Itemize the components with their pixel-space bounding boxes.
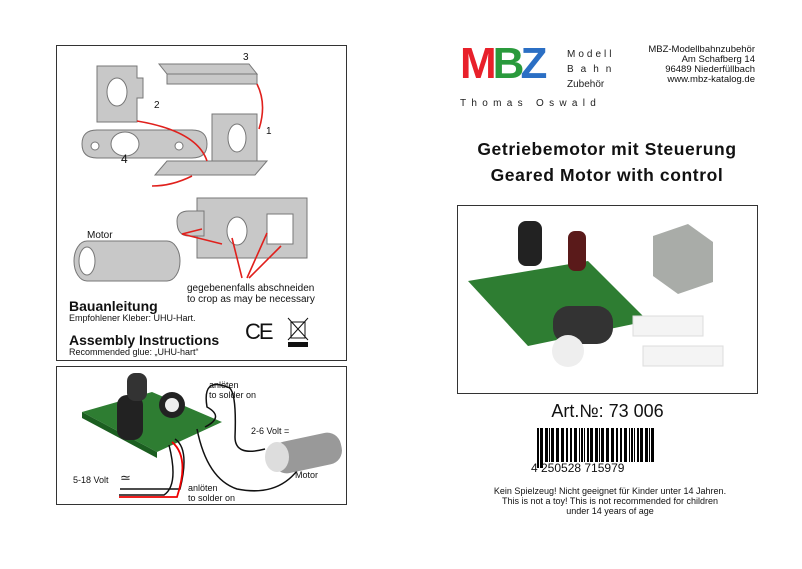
title-de: Getriebemotor mit Steuerung <box>477 139 737 159</box>
barcode-bar <box>640 428 643 462</box>
step-label-4: 4 <box>121 152 128 166</box>
address-website[interactable]: www.mbz-katalog.de <box>667 74 755 85</box>
barcode-bar <box>649 428 650 462</box>
ce-mark: CE <box>245 319 274 344</box>
assembly-panel: 3 2 1 4 Motor gegebenenfalls abschneiden… <box>56 45 347 361</box>
barcode-bar <box>631 428 633 462</box>
barcode-number: 4 250528 715979 <box>531 461 625 475</box>
barcode-bar <box>584 428 585 462</box>
barcode-bar <box>556 428 559 462</box>
barcode-bar <box>616 428 618 462</box>
warning-en-1: This is not a toy! This is not recommend… <box>502 496 718 506</box>
barcode-bar <box>537 428 539 468</box>
product-photo <box>457 205 758 394</box>
barcode-bar <box>579 428 580 462</box>
warning-en-2: under 14 years of age <box>566 506 654 516</box>
barcode-bar <box>574 428 577 462</box>
heading-de: Bauanleitung <box>69 298 158 314</box>
barcode-bar <box>590 428 593 462</box>
logo-letter: B <box>492 39 525 88</box>
barcode-bar <box>620 428 622 462</box>
barcode-bar <box>645 428 648 462</box>
barcode-bar <box>551 428 554 462</box>
barcode <box>537 428 654 468</box>
address: MBZ-Modellbahnzubehör Am Schafberg 14 96… <box>648 45 755 85</box>
motor-voltage: 2-6 Volt = <box>251 426 290 436</box>
barcode-bar <box>587 428 589 462</box>
barcode-bar <box>561 428 564 462</box>
address-company: MBZ-Modellbahnzubehör <box>648 44 755 55</box>
safety-warning: Kein Spielzeug! Nicht geeignet für Kinde… <box>460 486 760 516</box>
crop-note-en: to crop as may be necessary <box>187 294 315 305</box>
product-photo-image <box>468 221 724 367</box>
motor-label: Motor <box>87 230 113 241</box>
wiring-panel: anlöten to solder on 2-6 Volt = Motor 5-… <box>56 366 347 505</box>
barcode-bar <box>601 428 604 462</box>
glue-en: Recommended glue: „UHU-hart“ <box>69 347 199 357</box>
glue-de: Empfohlener Kleber: UHU-Hart. <box>69 313 196 323</box>
barcode-bar <box>540 428 543 468</box>
barcode-bar <box>634 428 635 462</box>
motor-label: Motor <box>295 470 319 480</box>
barcode-bar <box>611 428 614 462</box>
barcode-bar <box>651 428 654 462</box>
barcode-bar <box>629 428 630 462</box>
barcode-bar <box>566 428 568 462</box>
barcode-bar <box>599 428 600 462</box>
warning-de: Kein Spielzeug! Nicht geeignet für Kinde… <box>493 486 727 496</box>
solder-top-de: anlöten <box>209 380 239 390</box>
barcode-bar <box>637 428 639 462</box>
barcode-bar <box>606 428 609 462</box>
barcode-bar <box>595 428 598 462</box>
solder-bottom-de: anlöten <box>188 483 218 493</box>
crop-note-de: gegebenenfalls abschneiden <box>187 283 315 294</box>
logo-letter: Z <box>520 39 547 88</box>
logo-word-bahn: Bahn <box>567 64 619 75</box>
step-label-1: 1 <box>266 126 272 137</box>
ac-symbol: ≃ <box>120 470 131 485</box>
title-en: Geared Motor with control <box>490 165 724 185</box>
heading-en: Assembly Instructions <box>69 332 220 348</box>
assembly-illustration <box>73 63 308 282</box>
article-number: Art.№: 73 006 <box>551 401 664 421</box>
solder-top-en: to solder on <box>209 390 257 400</box>
logo-letters: MBZ <box>460 39 547 89</box>
input-voltage: 5-18 Volt <box>73 475 109 485</box>
barcode-bar <box>570 428 572 462</box>
logo-word-modell: Modell <box>567 49 615 60</box>
step-label-3: 3 <box>243 52 249 63</box>
mbz-logo: MBZ Modell Bahn Zubehör Thomas Oswald <box>460 39 620 115</box>
step-label-2: 2 <box>154 100 160 111</box>
address-street: Am Schafberg 14 <box>681 54 755 65</box>
wiring-illustration <box>82 373 342 498</box>
logo-word-zubehoer: Zubehör <box>567 79 605 90</box>
logo-owner: Thomas Oswald <box>460 98 602 109</box>
barcode-bar <box>549 428 550 462</box>
weee-bin-icon <box>287 317 309 347</box>
logo-letter: M <box>460 39 497 88</box>
solder-bottom-en: to solder on <box>188 493 236 503</box>
barcode-bar <box>624 428 627 462</box>
barcode-bar <box>545 428 548 462</box>
address-city: 96489 Niederfüllbach <box>665 64 755 75</box>
barcode-bar <box>581 428 583 462</box>
